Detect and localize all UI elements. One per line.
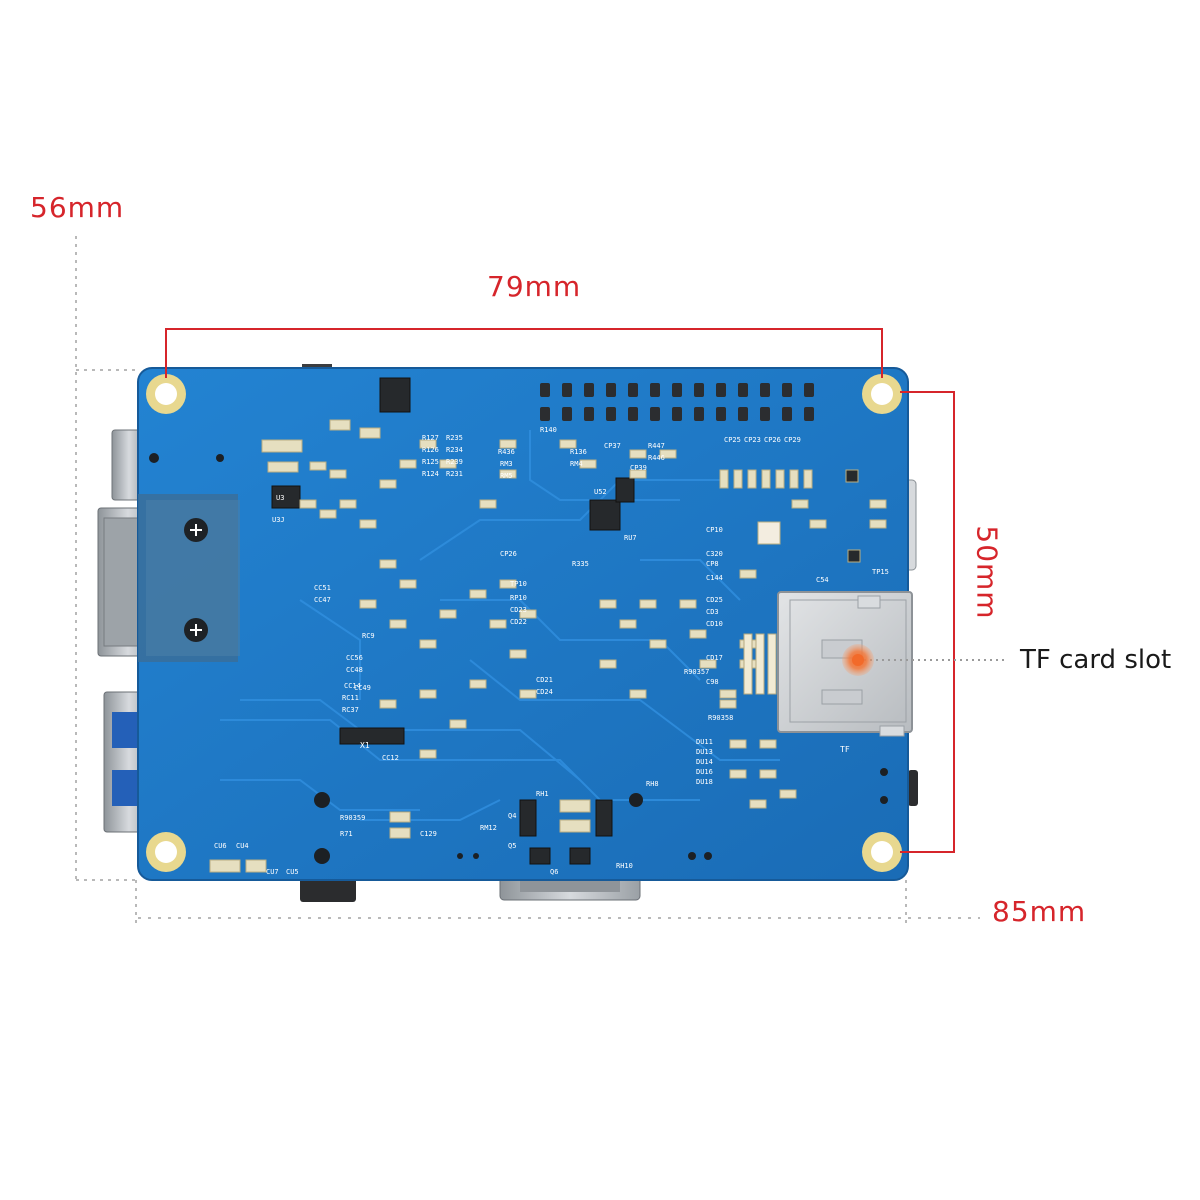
- silk-ref: RC11: [342, 694, 359, 702]
- silk-slot-label: TF: [840, 745, 850, 754]
- silk-ref: CP26: [764, 436, 781, 444]
- silk-ref: R71: [340, 830, 353, 838]
- silk-ref: CU6: [214, 842, 227, 850]
- silk-ref: DU16: [696, 768, 713, 776]
- silk-ref: R90358: [708, 714, 733, 722]
- silk-ref: Q5: [508, 842, 516, 850]
- silk-ref: U52: [594, 488, 607, 496]
- silk-ref: CP37: [604, 442, 621, 450]
- silk-ref: R90357: [684, 668, 709, 676]
- silk-ref: RM4: [570, 460, 583, 468]
- silk-ref: C129: [420, 830, 437, 838]
- pcb-board: R127 R235 R126 R234 R125 R239 R124 R231 …: [137, 367, 913, 881]
- silk-ref: CP8: [706, 560, 719, 568]
- silk-ref: R124: [422, 470, 439, 478]
- silk-ref: DU13: [696, 748, 713, 756]
- silk-ref: CD10: [706, 620, 723, 628]
- dimension-guides: [75, 236, 980, 925]
- silk-ref: RH1: [536, 790, 549, 798]
- silk-ref: RC37: [342, 706, 359, 714]
- silk-ref: R140: [540, 426, 557, 434]
- silk-ref: CD25: [706, 596, 723, 604]
- silk-ref: CC47: [314, 596, 331, 604]
- silk-ref: RH10: [616, 862, 633, 870]
- silk-ref: RM3: [500, 460, 513, 468]
- silk-ref: C98: [706, 678, 719, 686]
- tf-card-slot-label: TF card slot: [1020, 645, 1172, 675]
- silk-ref: CC51: [314, 584, 331, 592]
- smd-components: [209, 377, 887, 873]
- silk-ref: CU5: [286, 868, 299, 876]
- overall-height-label: 56mm: [30, 191, 125, 224]
- silk-ref: RP10: [510, 594, 527, 602]
- silk-ref: RH8: [646, 780, 659, 788]
- silk-ref: R447: [648, 442, 665, 450]
- silk-ref: R126: [422, 446, 439, 454]
- hole-spacing-horizontal-label: 79mm: [487, 270, 582, 303]
- silk-ref: CP25: [724, 436, 741, 444]
- silk-ref: R436: [498, 448, 515, 456]
- silk-ref: CC12: [382, 754, 399, 762]
- silk-ref: CP23: [744, 436, 761, 444]
- silk-ref: R235: [446, 434, 463, 442]
- silk-crystal: X1: [360, 741, 370, 750]
- silk-ref: CD24: [536, 688, 553, 696]
- silk-ref: R239: [446, 458, 463, 466]
- silk-ref: CC49: [354, 684, 371, 692]
- silk-ref: CU7: [266, 868, 279, 876]
- overall-width-label: 85mm: [992, 895, 1087, 928]
- silk-ref: RU7: [624, 534, 637, 542]
- silk-ref: U3: [276, 494, 284, 502]
- silk-ref: Q6: [550, 868, 558, 876]
- silk-ref: R446: [648, 454, 665, 462]
- silk-ref: CC56: [346, 654, 363, 662]
- mounting-holes: [146, 374, 902, 872]
- silk-ref: R234: [446, 446, 463, 454]
- silk-ref: RC9: [362, 632, 375, 640]
- silk-ref: DU14: [696, 758, 713, 766]
- silk-ref: R231: [446, 470, 463, 478]
- tf-card-callout: [842, 644, 1004, 676]
- silk-ref: CD22: [510, 618, 527, 626]
- silk-ref: C54: [816, 576, 829, 584]
- silk-ref: CD3: [706, 608, 719, 616]
- silk-ref: R136: [570, 448, 587, 456]
- silk-ref: U3J: [272, 516, 285, 524]
- silk-ref: CD17: [706, 654, 723, 662]
- silk-ref: CP29: [784, 436, 801, 444]
- silk-ref: R127: [422, 434, 439, 442]
- silk-ref: CP26: [500, 550, 517, 558]
- dimension-lines: [165, 328, 955, 853]
- gpio-header-pads: [540, 383, 814, 421]
- silk-ref: R335: [572, 560, 589, 568]
- silk-ref: C144: [706, 574, 723, 582]
- silk-ref: R125: [422, 458, 439, 466]
- silk-ref: DU18: [696, 778, 713, 786]
- silk-ref: CD23: [510, 606, 527, 614]
- silk-ref: C320: [706, 550, 723, 558]
- silk-ref: CP10: [706, 526, 723, 534]
- silk-ref: DU11: [696, 738, 713, 746]
- silk-ref: R90359: [340, 814, 365, 822]
- silk-ref: CU4: [236, 842, 249, 850]
- silk-ref: CD21: [536, 676, 553, 684]
- silk-ref: RM5: [500, 472, 513, 480]
- silk-ref: Q4: [508, 812, 516, 820]
- silk-ref: RM12: [480, 824, 497, 832]
- silk-ref: CP39: [630, 464, 647, 472]
- silk-ref: TP15: [872, 568, 889, 576]
- hole-spacing-vertical-label: 50mm: [970, 525, 1004, 620]
- silk-ref: CC48: [346, 666, 363, 674]
- silk-ref: CC14: [344, 682, 361, 690]
- silk-ref: TP10: [510, 580, 527, 588]
